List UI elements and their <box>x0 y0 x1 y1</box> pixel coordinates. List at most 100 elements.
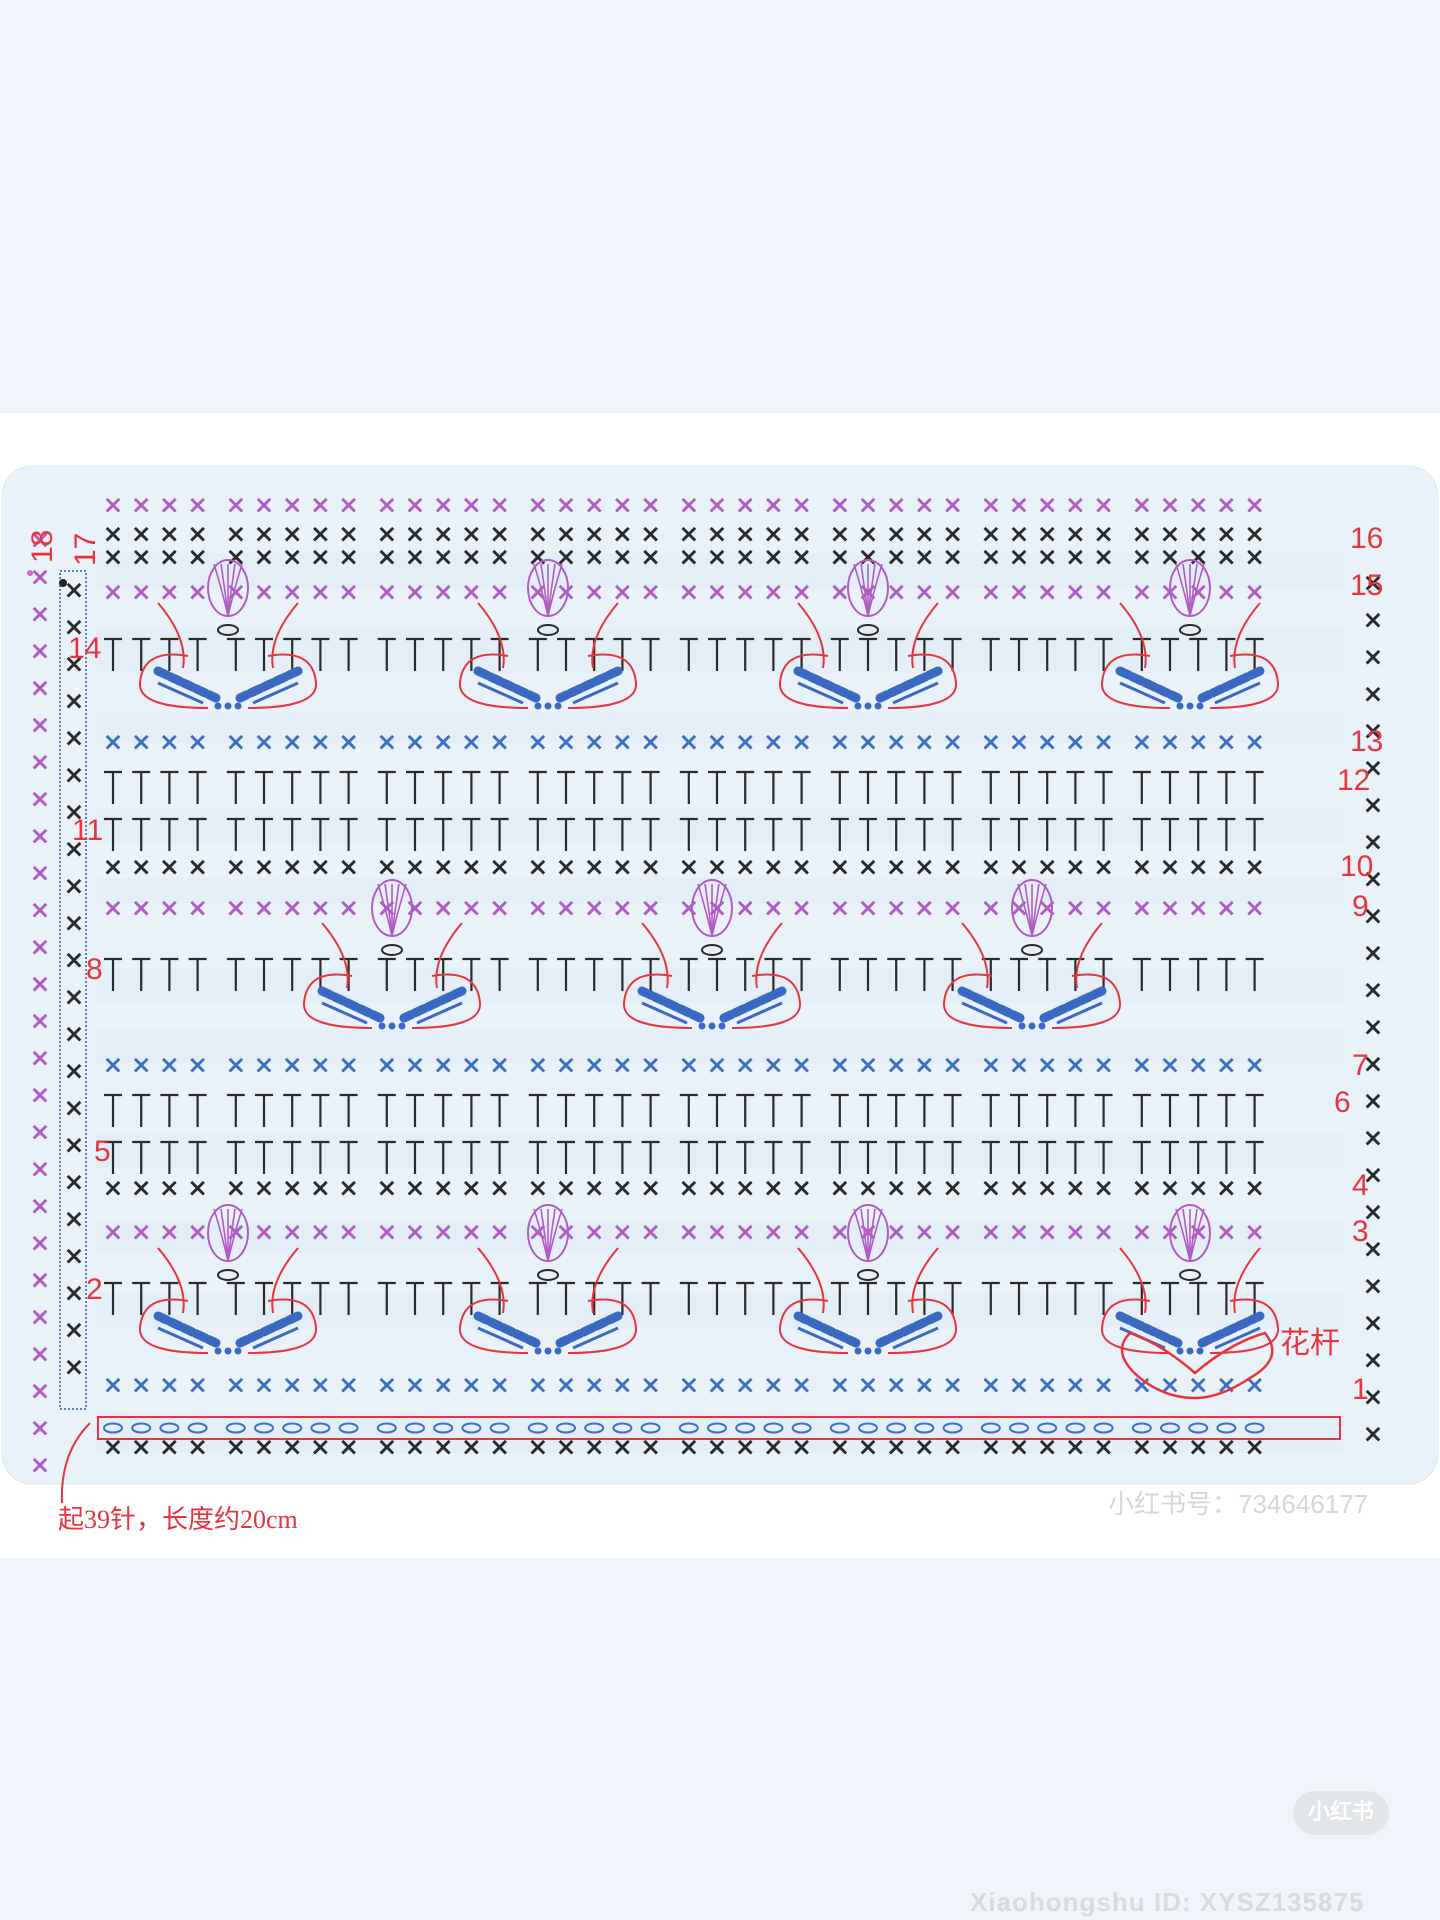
motif-row8-2-loop-right <box>1051 973 1122 1029</box>
row2-dc-14 <box>528 1281 547 1315</box>
row7-sc-35: × <box>1160 1050 1181 1079</box>
left-side-sc-10: × <box>30 895 51 924</box>
band-8 <box>95 1221 1345 1253</box>
foundation-lower-sc-34: × <box>1131 1432 1152 1461</box>
motif-row2-1-puff-strand-4 <box>547 1208 563 1262</box>
row13-sc-24: × <box>829 727 850 756</box>
left-col-sc-15: × <box>64 1130 85 1159</box>
row5-dc-20 <box>708 1140 726 1174</box>
motif-row8-2-dot-1 <box>1028 1022 1036 1030</box>
row7-sc-30: × <box>1009 1050 1030 1079</box>
row11-dc-16 <box>585 817 604 851</box>
row17-sc-38: × <box>1244 519 1265 548</box>
row12-dc-25 <box>859 770 877 804</box>
left-side-sc-1: × <box>30 562 51 591</box>
row17-sc-24: × <box>829 519 850 548</box>
motif-row8-0-dot-0 <box>378 1022 386 1030</box>
row16-sc-34: × <box>1131 542 1152 571</box>
left-col-sc-21: × <box>64 1352 85 1381</box>
row2-dc-3 <box>188 1281 207 1315</box>
motif-row8-0-cluster-right <box>399 986 467 1023</box>
foundation-lower-sc-5: × <box>254 1432 275 1461</box>
row13-sc-22: × <box>763 727 784 756</box>
row8-dc-26 <box>887 957 906 991</box>
left-side-sc-8: × <box>30 821 51 850</box>
row2-dc-0 <box>104 1281 122 1315</box>
row16-sc-18: × <box>640 542 661 571</box>
chart-caption: 起39针，长度约20cm <box>58 1505 298 1534</box>
row15-sc-38: × <box>1244 577 1265 606</box>
motif-row2-0-cluster-left-inner <box>157 1326 204 1350</box>
row11-dc-29 <box>981 817 1000 851</box>
row7-sc-26: × <box>886 1050 907 1079</box>
left-side-sc-16: × <box>30 1117 51 1146</box>
row5-dc-24 <box>830 1140 849 1174</box>
row8-dc-38 <box>1245 957 1264 991</box>
row14-dc-21 <box>736 637 755 671</box>
row4-sc-31: × <box>1037 1173 1058 1202</box>
row1-sc-36: × <box>1188 1370 1209 1399</box>
motif-row2-3-chain <box>1179 1269 1201 1281</box>
motif-row2-1 <box>458 1204 638 1355</box>
row2-dc-15 <box>557 1281 575 1315</box>
motif-row2-0-cluster-right-inner <box>252 1326 299 1350</box>
row3-sc-18: × <box>640 1217 661 1246</box>
row12-dc-2 <box>160 770 179 804</box>
row5-dc-30 <box>1010 1140 1028 1174</box>
motif-row2-2-arc-right <box>911 1247 939 1314</box>
motif-row14-1-dot-0 <box>534 702 542 710</box>
row6-dc-26 <box>887 1093 906 1127</box>
row2-dc-21 <box>736 1281 755 1315</box>
row6-dc-17 <box>613 1093 632 1127</box>
row1-sc-0: × <box>103 1370 124 1399</box>
row16-sc-3: × <box>187 542 208 571</box>
row16-sc-31: × <box>1037 542 1058 571</box>
motif-row14-0-dot-2 <box>234 702 242 710</box>
foundation-lower-sc-16: × <box>584 1432 605 1461</box>
row4-sc-6: × <box>282 1173 303 1202</box>
motif-row14-1-arc-right <box>591 602 619 669</box>
row12-dc-4 <box>226 770 245 804</box>
row10-sc-3: × <box>187 852 208 881</box>
row6-dc-25 <box>859 1093 877 1127</box>
row8-dc-3 <box>188 957 207 991</box>
row14-dc-28 <box>943 637 962 671</box>
motif-row2-1-cluster-left <box>473 1311 541 1348</box>
motif-row14-1-dot-2 <box>554 702 562 710</box>
row16-sc-8: × <box>338 542 359 571</box>
row12-dc-27 <box>915 770 934 804</box>
chain-29 <box>980 1422 1001 1434</box>
row1-sc-27: × <box>914 1370 935 1399</box>
row15-sc-22: × <box>763 577 784 606</box>
motif-row8-0-cluster-left-inner <box>321 1001 368 1025</box>
row1-sc-12: × <box>461 1370 482 1399</box>
row3-sc-15: × <box>556 1217 577 1246</box>
foundation-lower-sc-33: × <box>1093 1432 1114 1461</box>
row18-sc-8: × <box>338 490 359 519</box>
motif-row2-1-loop-right <box>567 1298 638 1354</box>
row17-sc-20: × <box>707 519 728 548</box>
row12-dc-15 <box>557 770 575 804</box>
row11-dc-35 <box>1161 817 1179 851</box>
row15-sc-5: × <box>254 577 275 606</box>
row11-dc-11 <box>434 817 453 851</box>
row9-sc-36: × <box>1188 893 1209 922</box>
row15-sc-10: × <box>405 577 426 606</box>
row5-dc-22 <box>764 1140 783 1174</box>
left-side-sc-22: × <box>30 1339 51 1368</box>
band-5 <box>95 968 1345 1003</box>
row6-dc-20 <box>708 1093 726 1127</box>
row-label-16: 16 <box>1350 522 1383 555</box>
band-3 <box>95 808 1345 843</box>
row14-dc-11 <box>434 637 453 671</box>
foundation-lower-sc-35: × <box>1160 1432 1181 1461</box>
motif-row8-1 <box>622 879 802 1030</box>
chain-15 <box>556 1422 576 1434</box>
left-col-sc-12: × <box>64 1019 85 1048</box>
start-dot <box>59 579 67 587</box>
band-2 <box>95 713 1345 743</box>
row7-sc-28: × <box>942 1050 963 1079</box>
row10-sc-24: × <box>829 852 850 881</box>
row2-dc-32 <box>1066 1281 1085 1315</box>
row15-sc-17: × <box>612 577 633 606</box>
